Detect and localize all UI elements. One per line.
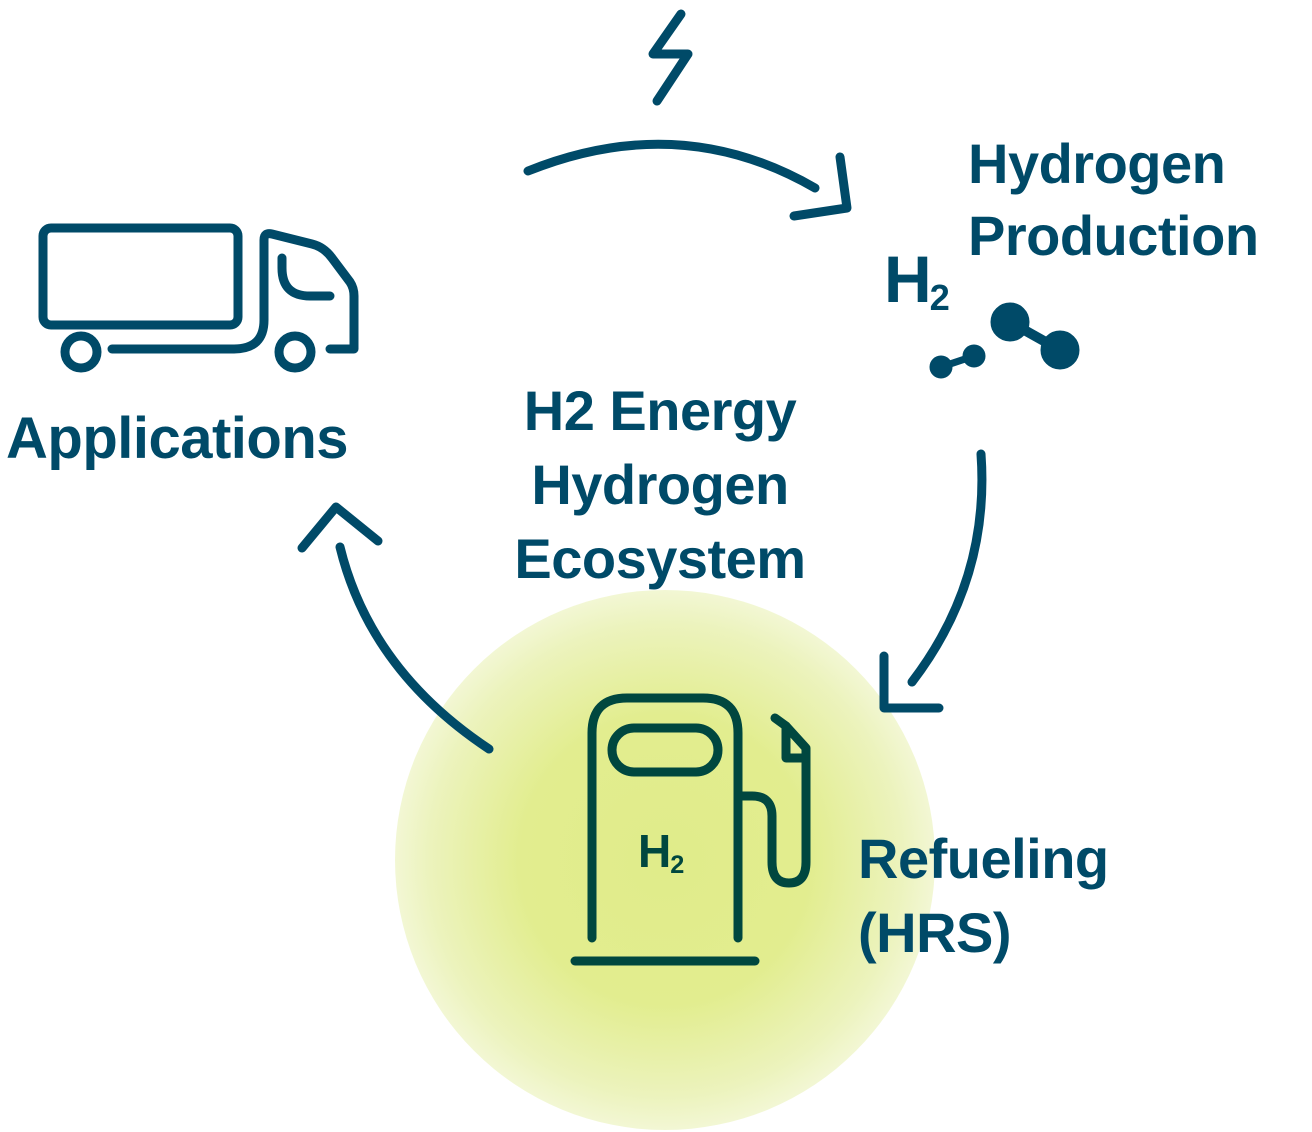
production-label-line-2: Production (968, 204, 1259, 267)
h2-formula-production: H2 (884, 242, 950, 318)
production-label: Hydrogen Production (968, 128, 1259, 272)
diagram-title-line-2: Hydrogen (531, 453, 789, 516)
arrow-to-applications (297, 502, 494, 754)
diagram-title-line-1: H2 Energy (523, 379, 797, 442)
applications-label-line-1: Applications (6, 406, 349, 471)
refueling-label: Refueling (HRS) (858, 822, 1109, 970)
production-label-line-1: Hydrogen (968, 132, 1226, 195)
applications-label: Applications (6, 406, 349, 471)
diagram-title: H2 Energy Hydrogen Ecosystem (470, 374, 850, 596)
h2-formula-pump: H2 (638, 825, 684, 879)
refueling-highlight-glow (395, 590, 935, 1130)
truck-icon (38, 223, 359, 373)
refueling-label-line-2: (HRS) (858, 901, 1012, 964)
arrow-to-production (523, 139, 852, 221)
lightning-bolt-icon (648, 9, 693, 106)
diagram-title-line-3: Ecosystem (514, 527, 806, 590)
h2-molecule-icon (929, 302, 1080, 379)
refueling-label-line-1: Refueling (858, 827, 1109, 890)
arrow-to-refueling (879, 449, 987, 713)
fuel-pump-icon (570, 693, 811, 966)
